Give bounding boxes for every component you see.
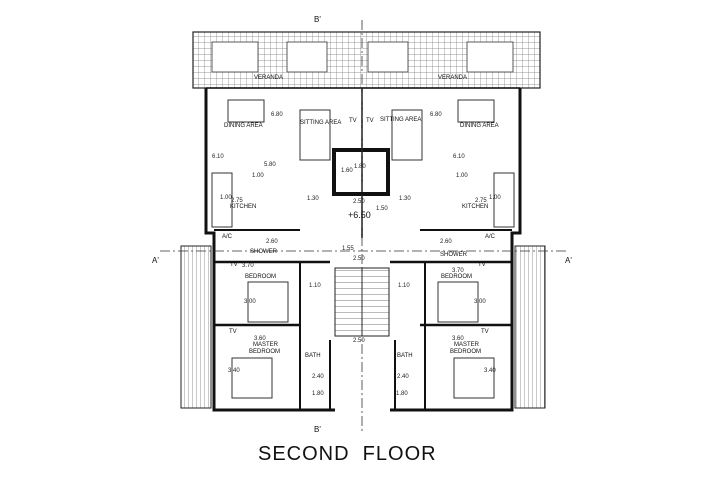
dim-dining-height-right: 6.10 (453, 154, 465, 160)
dim-lobby-width-mid: 2.50 (353, 256, 365, 262)
sofa-left (299, 109, 331, 161)
room-bedroom-left: BEDROOM (245, 274, 276, 280)
dim-lift-width: 1.80 (354, 164, 366, 170)
exterior-walls (204, 87, 522, 412)
veranda-right-furniture (466, 41, 514, 73)
room-veranda-right: VERANDA (438, 75, 467, 81)
bed-right-1 (437, 281, 479, 323)
bed-right-2 (453, 357, 495, 399)
room-bath-left: BATH (305, 353, 321, 359)
dim-kitchen-right-side: 1.00 (489, 195, 501, 201)
room-master-right-line1: MASTER (454, 342, 480, 348)
sofa-right (391, 109, 423, 161)
dim-bath-right-height: 2.40 (397, 374, 409, 380)
dim-kitchen-left-width: 2.75 (231, 198, 243, 204)
dim-hall-right: 1.30 (399, 196, 411, 202)
section-mark-a-left: A' (152, 256, 159, 265)
room-veranda-left: VERANDA (254, 75, 283, 81)
dim-bath-left-height: 2.40 (312, 374, 324, 380)
lift-shaft (332, 148, 390, 196)
dim-corridor-right: 1.10 (398, 283, 410, 289)
room-dining-left: DINING AREA (224, 123, 263, 129)
room-sitting-left: SITTING AREA (300, 120, 341, 126)
veranda-right-chairs (367, 41, 409, 73)
dim-bedroom-right-width: 3.70 (452, 268, 464, 274)
dim-bedroom-right-height: 3.00 (474, 299, 486, 305)
dim-shower-right: 2.60 (440, 239, 452, 245)
dim-corridor-left: 1.10 (309, 283, 321, 289)
dim-kitchen-left-top: 1.00 (252, 173, 264, 179)
bed-left-1 (247, 281, 289, 323)
room-bath-right: BATH (397, 353, 413, 359)
dim-hall-left: 1.30 (307, 196, 319, 202)
room-kitchen-right: KITCHEN (462, 204, 488, 210)
veranda-left-furniture (211, 41, 259, 73)
room-shower-left: SHOWER (250, 249, 278, 255)
dim-lobby-depth: 1.50 (376, 206, 388, 212)
dim-kitchen-left-side: 1.00 (220, 195, 232, 201)
dining-table-right (457, 99, 495, 123)
section-mark-a-right: A' (565, 256, 572, 265)
bed-left-2 (231, 357, 273, 399)
tv-tag-master-left: TV (229, 329, 237, 335)
dim-shower-left: 2.60 (266, 239, 278, 245)
room-master-right-line2: BEDROOM (450, 349, 481, 355)
room-shower-right: SHOWER (440, 252, 468, 258)
section-mark-b-top: B' (314, 15, 321, 24)
room-kitchen-left: KITCHEN (230, 204, 256, 210)
dining-table-left (227, 99, 265, 123)
tv-tag-bed-right: TV (478, 262, 486, 268)
floor-title: SECOND FLOOR (258, 443, 437, 465)
dim-master-left-height: 3.40 (228, 368, 240, 374)
dim-bedroom-left-height: 3.00 (244, 299, 256, 305)
tv-tag-right: TV (366, 118, 374, 124)
dim-living-width-left: 5.80 (264, 162, 276, 168)
dim-bath-right-width: 1.80 (396, 391, 408, 397)
dim-lobby-width-bottom: 2.50 (353, 338, 365, 344)
dim-stair-depth: 1.55 (342, 246, 354, 252)
dim-lift-height: 1.60 (341, 168, 353, 174)
dim-dining-width-right: 6.80 (430, 112, 442, 118)
kitchen-counter-left (211, 172, 233, 228)
dim-lobby-width-top: 2.50 (353, 199, 365, 205)
room-bedroom-right: BEDROOM (441, 274, 472, 280)
ac-tag-right: A/C (485, 234, 496, 240)
dim-bath-left-width: 1.80 (312, 391, 324, 397)
tv-tag-master-right: TV (481, 329, 489, 335)
balcony-right (514, 245, 546, 409)
dim-kitchen-right-width: 2.75 (475, 198, 487, 204)
balcony-left (180, 245, 212, 409)
level-mark: +6.50 (348, 210, 371, 220)
dim-master-left-width: 3.60 (254, 336, 266, 342)
dim-dining-width-left: 6.80 (271, 112, 283, 118)
dim-kitchen-right-top: 1.00 (456, 173, 468, 179)
dim-dining-height-left: 6.10 (212, 154, 224, 160)
dim-bedroom-left-width: 3.70 (242, 263, 254, 269)
room-master-left-line2: BEDROOM (249, 349, 280, 355)
room-dining-right: DINING AREA (460, 123, 499, 129)
veranda-left-chairs (286, 41, 328, 73)
tv-tag-bed-left: TV (230, 262, 238, 268)
dim-master-right-height: 3.40 (484, 368, 496, 374)
dim-master-right-width: 3.60 (452, 336, 464, 342)
room-master-left-line1: MASTER (253, 342, 279, 348)
tv-tag-left: TV (349, 118, 357, 124)
ac-tag-left: A/C (222, 234, 233, 240)
section-mark-b-bottom: B' (314, 425, 321, 434)
room-sitting-right: SITTING AREA (380, 117, 421, 123)
kitchen-counter-right (493, 172, 515, 228)
